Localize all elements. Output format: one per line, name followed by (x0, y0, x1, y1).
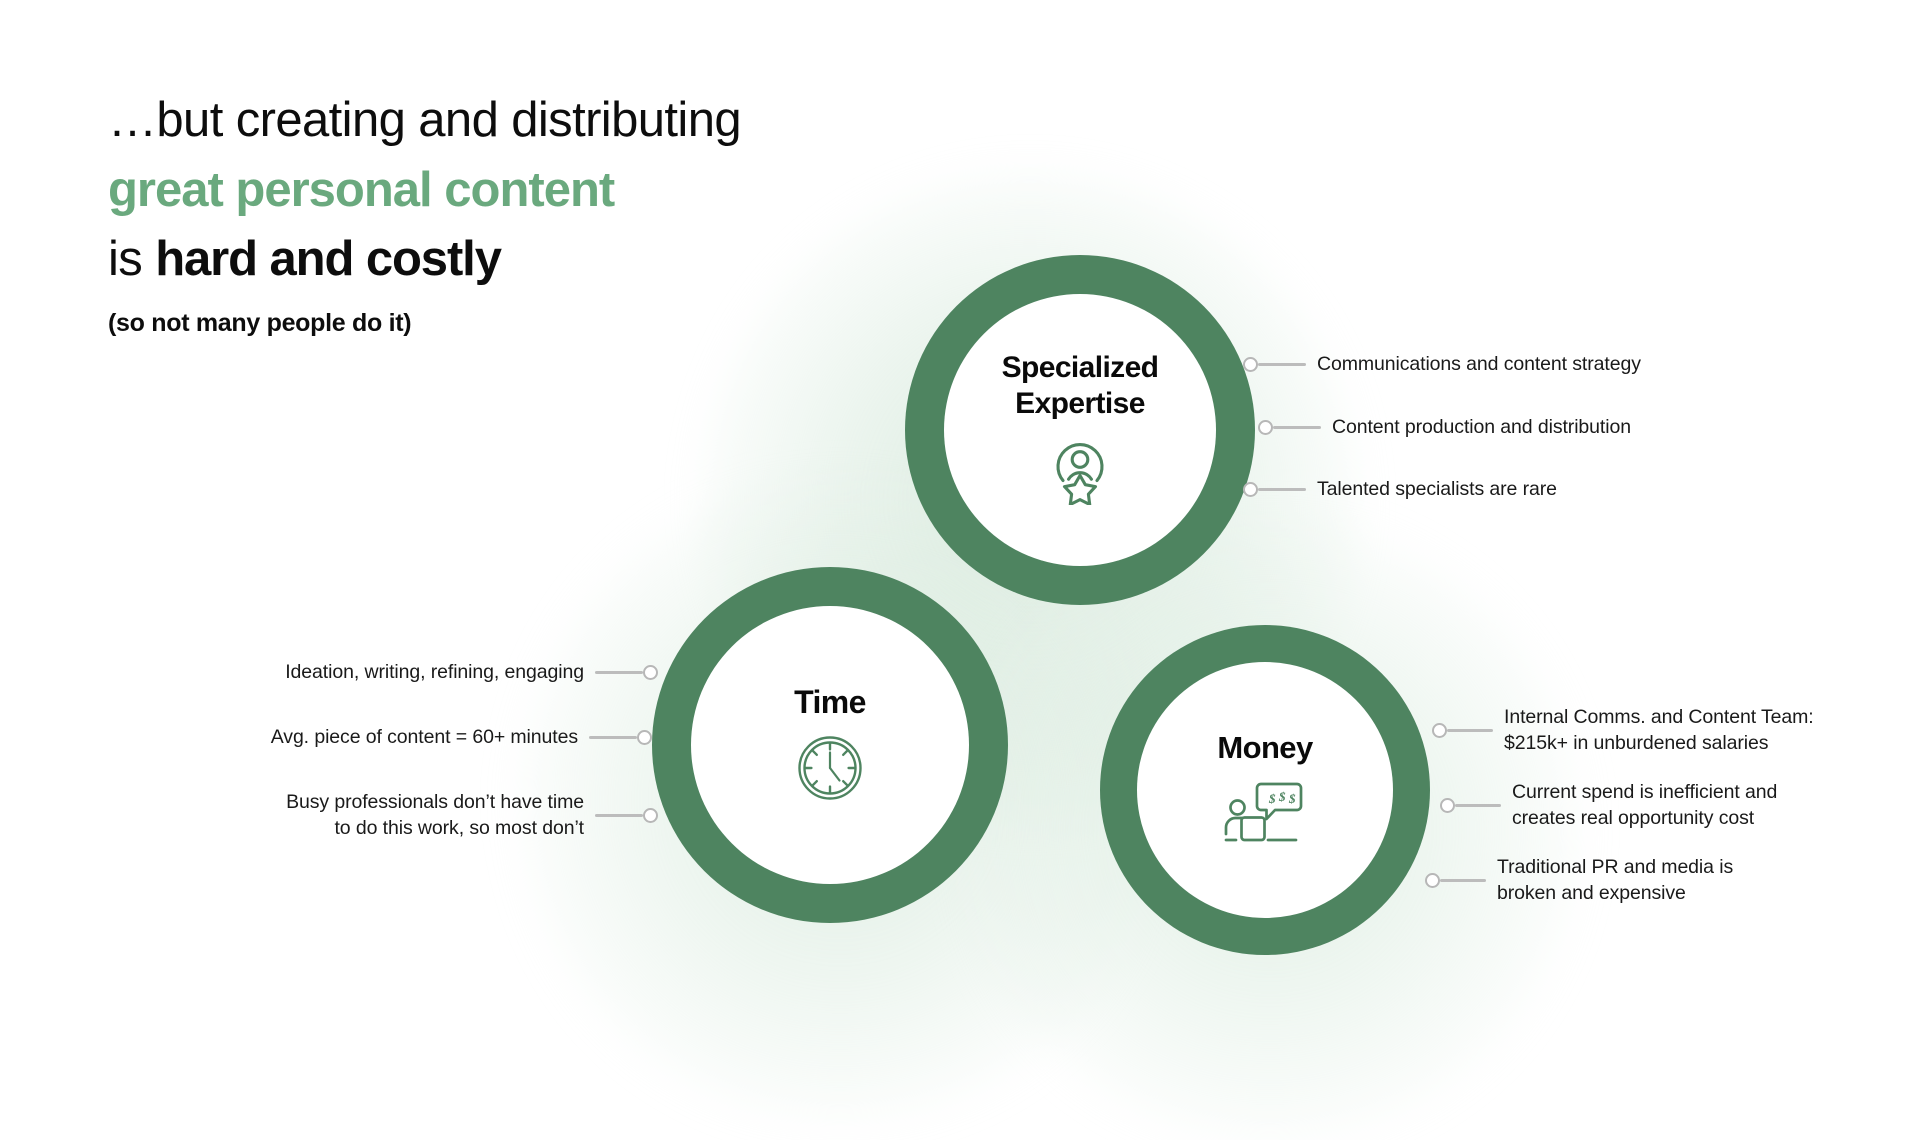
connector-dot-icon (1425, 873, 1440, 889)
headline-block: …but creating and distributing great per… (108, 86, 868, 339)
headline-line-1: …but creating and distributing (108, 93, 742, 147)
connector-dot-icon (1243, 482, 1258, 498)
node-money-title: Money (1217, 730, 1313, 766)
connector-money-2: Current spend is inefficient and creates… (1440, 780, 1777, 831)
headline-subline: (so not many people do it) (108, 308, 412, 337)
node-time: Time (652, 567, 1008, 923)
infographic-canvas: …but creating and distributing great per… (108, 86, 1814, 1140)
svg-text:$: $ (1268, 791, 1276, 806)
connector-line (1258, 363, 1306, 367)
node-time-title: Time (794, 683, 866, 720)
headline-line-3: is hard and costly (108, 225, 868, 295)
connector-expertise-1: Communications and content strategy (1243, 352, 1641, 378)
connector-line (595, 671, 643, 675)
connector-line (1455, 804, 1501, 808)
connector-label-money-3: Traditional PR and media is broken and e… (1497, 856, 1734, 904)
connector-dot-icon (1440, 798, 1455, 814)
headline-line-2-accent: great personal content (108, 162, 615, 217)
svg-text:$: $ (1288, 791, 1296, 806)
person-star-icon (1049, 435, 1111, 510)
connector-label-money-1: Internal Comms. and Content Team: $215k+… (1504, 706, 1814, 754)
connector-time-1: Ideation, writing, refining, engaging (248, 660, 658, 686)
node-specialized-expertise: Specialized Expertise (905, 255, 1255, 605)
connector-time-2: Avg. piece of content = 60+ minutes (230, 725, 652, 751)
connector-label-time-3: Busy professionals don’t have time to do… (286, 791, 584, 839)
connector-expertise-2: Content production and distribution (1258, 415, 1631, 441)
money-chat-person-icon: $ $ $ (1223, 781, 1307, 850)
node-money-inner: Money $ $ $ (1137, 662, 1393, 918)
connector-line (1447, 729, 1493, 733)
headline-line-3-lead: is (108, 232, 156, 287)
connector-expertise-3: Talented specialists are rare (1243, 477, 1557, 503)
connector-time-3: Busy professionals don’t have time to do… (248, 790, 658, 841)
connector-dot-icon (637, 730, 652, 746)
connector-dot-icon (1258, 420, 1273, 436)
connector-line (1273, 426, 1321, 430)
connector-line (1258, 488, 1306, 492)
connector-line (589, 736, 637, 740)
headline-line-3-emphasis: hard and costly (155, 232, 502, 287)
connector-money-3: Traditional PR and media is broken and e… (1425, 855, 1733, 906)
node-time-inner: Time (691, 606, 969, 884)
connector-label-expertise-3: Talented specialists are rare (1317, 478, 1557, 500)
connector-dot-icon (1243, 357, 1258, 373)
connector-dot-icon (1432, 723, 1447, 739)
connector-money-1: Internal Comms. and Content Team: $215k+… (1432, 705, 1814, 756)
connector-dot-icon (643, 665, 658, 681)
clock-icon (797, 735, 863, 806)
node-expertise-inner: Specialized Expertise (944, 294, 1216, 566)
connector-label-money-2: Current spend is inefficient and creates… (1512, 781, 1778, 829)
connector-label-expertise-1: Communications and content strategy (1317, 353, 1641, 375)
node-expertise-title: Specialized Expertise (1001, 351, 1159, 420)
connector-label-time-1: Ideation, writing, refining, engaging (285, 661, 584, 683)
connector-line (595, 814, 643, 818)
connector-line (1440, 879, 1486, 883)
connector-label-time-2: Avg. piece of content = 60+ minutes (270, 726, 578, 748)
connector-dot-icon (643, 808, 658, 824)
node-money: Money $ $ $ (1100, 625, 1430, 955)
svg-text:$: $ (1278, 789, 1286, 804)
connector-label-expertise-2: Content production and distribution (1332, 416, 1631, 438)
